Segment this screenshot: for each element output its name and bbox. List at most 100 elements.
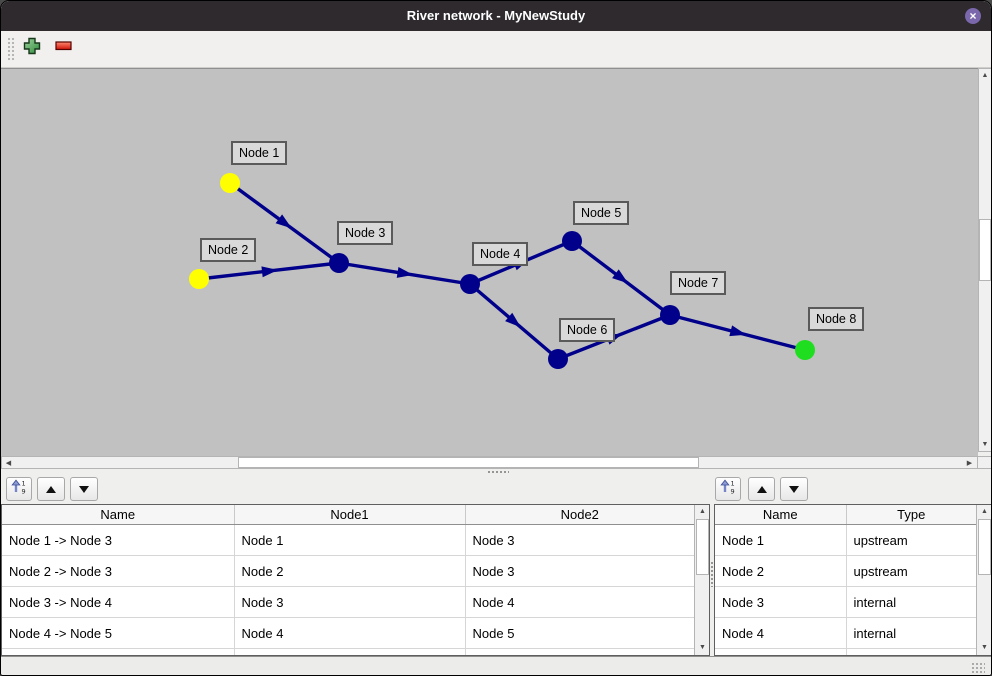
cell[interactable]: internal [846,617,976,649]
vertical-splitter-handle[interactable] [710,561,714,587]
add-node-button[interactable] [19,35,45,61]
cell[interactable]: Node 2 [234,555,466,587]
close-icon[interactable]: × [965,8,981,24]
column-header-type[interactable]: Type [846,505,976,525]
network-canvas[interactable]: Node 1 Node 2 Node 3 Node 4 Node 5 Node 6 Node… [1,68,978,457]
scrollbar-corner [978,456,991,469]
cell[interactable]: Node 4 [465,586,694,618]
node-node-5[interactable] [562,231,582,251]
cell[interactable]: Node 3 [465,555,694,587]
cell[interactable]: Node 3 [715,586,847,618]
cell[interactable]: Node 1 [234,524,466,556]
scroll-left-icon[interactable]: ◀ [2,457,15,468]
horizontal-splitter-handle[interactable] [487,470,509,474]
flow-arrow-icon [612,269,629,284]
flow-arrow-icon [505,312,521,328]
remove-node-button[interactable] [51,35,77,61]
nodes-scroll-thumb[interactable] [978,519,991,575]
cell[interactable]: Node 3 [465,524,694,556]
branches-scroll-thumb[interactable] [696,519,709,575]
branches-move-up-button[interactable] [37,477,65,501]
cell[interactable]: internal [846,586,976,618]
node-node-1[interactable] [220,173,240,193]
node-node-8[interactable] [795,340,815,360]
canvas-vertical-scrollbar[interactable]: ▲ ▼ [978,68,991,452]
resize-grip-handle[interactable] [971,662,985,674]
node-node-2[interactable] [189,269,209,289]
node-label-node-3[interactable]: Node 3 [337,221,394,245]
node-label-node-7[interactable]: Node 7 [670,271,727,295]
empty-cell [465,648,694,655]
node-label-node-5[interactable]: Node 5 [573,201,630,225]
cell[interactable]: Node 5 [465,617,694,649]
toolbar-grip-handle[interactable] [7,37,15,61]
cell[interactable]: Node 2 [715,555,847,587]
up-arrow-icon [756,485,767,493]
node-label-node-1[interactable]: Node 1 [231,141,288,165]
cell[interactable]: Node 3 -> Node 4 [2,586,235,618]
empty-cell [846,648,976,655]
node-label-node-8[interactable]: Node 8 [808,307,865,331]
branches-sort-button[interactable]: 1 9 [6,477,32,501]
canvas-vscroll-thumb[interactable] [979,219,991,281]
cell[interactable]: Node 1 -> Node 3 [2,524,235,556]
column-header-name[interactable]: Name [715,505,847,525]
scroll-right-icon[interactable]: ▶ [963,457,976,468]
nodes-move-up-button[interactable] [748,477,775,501]
node-label-node-4[interactable]: Node 4 [472,242,529,266]
cell[interactable]: upstream [846,555,976,587]
cell[interactable]: Node 4 -> Node 5 [2,617,235,649]
node-node-3[interactable] [329,253,349,273]
column-header-node2[interactable]: Node2 [465,505,694,525]
scroll-up-icon[interactable]: ▲ [979,69,991,82]
node-label-node-6[interactable]: Node 6 [559,318,616,342]
up-arrow-icon [46,485,56,493]
scroll-up-icon[interactable]: ▲ [978,505,991,518]
title-bar[interactable]: River network - MyNewStudy × [1,1,991,31]
empty-cell [2,648,235,655]
cell[interactable]: Node 4 [715,617,847,649]
svg-text:1: 1 [731,479,735,487]
nodes-table-scrollbar[interactable]: ▲ ▼ [976,505,991,655]
window-title: River network - MyNewStudy [406,8,586,23]
cell[interactable]: upstream [846,524,976,556]
nodes-sort-button[interactable]: 1 9 [715,477,741,501]
canvas-horizontal-scrollbar[interactable]: ◀ ▶ [1,456,978,469]
canvas-hscroll-thumb[interactable] [238,457,699,468]
node-node-4[interactable] [460,274,480,294]
scroll-up-icon[interactable]: ▲ [696,505,709,518]
column-header-name[interactable]: Name [2,505,235,525]
sort-icon: 1 9 [11,479,27,500]
branches-table-scrollbar[interactable]: ▲ ▼ [694,505,709,655]
svg-text:9: 9 [731,487,735,495]
svg-text:1: 1 [22,479,26,487]
main-toolbar [1,31,991,68]
cell[interactable]: Node 3 [234,586,466,618]
column-header-node1[interactable]: Node1 [234,505,466,525]
cell[interactable]: Node 2 -> Node 3 [2,555,235,587]
remove-icon [55,39,73,57]
node-node-7[interactable] [660,305,680,325]
branches-move-down-button[interactable] [70,477,98,501]
nodes-move-down-button[interactable] [780,477,808,501]
cell[interactable]: Node 4 [234,617,466,649]
scroll-down-icon[interactable]: ▼ [978,641,991,654]
node-node-6[interactable] [548,349,568,369]
node-label-node-2[interactable]: Node 2 [200,238,257,262]
scroll-down-icon[interactable]: ▼ [979,438,991,451]
svg-text:9: 9 [22,487,26,495]
cell[interactable]: Node 1 [715,524,847,556]
scroll-down-icon[interactable]: ▼ [696,641,709,654]
